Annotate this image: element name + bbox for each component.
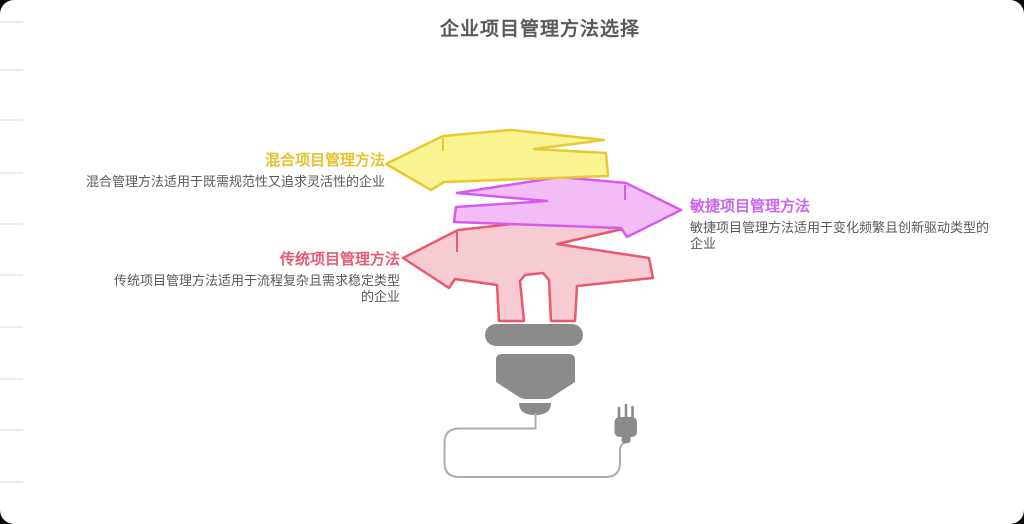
bulb-socket-dome — [519, 403, 551, 415]
left-edge-row-divider — [0, 119, 23, 121]
method-label-traditional: 传统项目管理方法 — [279, 251, 400, 268]
left-edge-row-divider — [0, 326, 23, 328]
plug-body — [614, 417, 637, 437]
method-description-traditional: 传统项目管理方法适用于流程复杂且需求稳定类型的企业 — [113, 273, 400, 304]
left-edge-row-divider — [0, 21, 23, 23]
left-edge-row-divider — [0, 172, 23, 174]
plug-tip — [621, 436, 631, 443]
left-edge-row-divider — [0, 274, 23, 276]
method-label-hybrid: 混合项目管理方法 — [264, 152, 385, 169]
method-description-hybrid: 混合管理方法适用于既需规范性又追求灵活性的企业 — [85, 174, 385, 189]
left-edge-row-divider — [0, 223, 23, 225]
page-title: 企业项目管理方法选择 — [439, 19, 641, 40]
method-label-agile: 敏捷项目管理方法 — [690, 198, 811, 215]
plug-icon — [614, 403, 637, 443]
arrow-hybrid — [384, 128, 610, 192]
left-edge-row-divider — [0, 69, 23, 71]
left-edge-row-divider — [0, 429, 23, 431]
left-edge-row-divider — [0, 481, 23, 483]
method-description-agile: 敏捷项目管理方法适用于变化频繁且创新驱动类型的企业 — [690, 220, 990, 251]
arrow-traditional — [401, 220, 655, 323]
bulb-socket-body — [496, 354, 575, 399]
power-cord — [443, 413, 627, 478]
bulb-socket-cap — [485, 324, 583, 346]
left-edge-row-divider — [0, 378, 23, 380]
